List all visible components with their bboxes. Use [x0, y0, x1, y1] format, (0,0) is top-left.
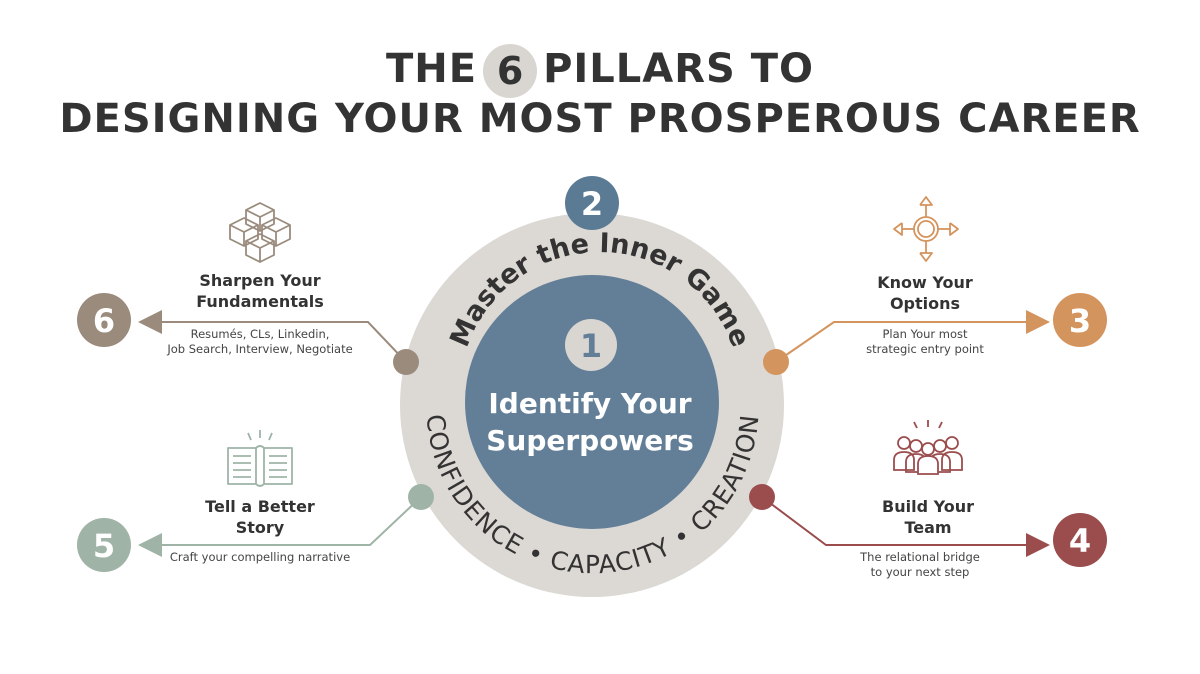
pillar-6-sub-line-2: Job Search, Interview, Negotiate: [167, 342, 353, 356]
pillar-3-badge: [1053, 293, 1107, 347]
pillar-4-label: Build Your Team: [828, 496, 1028, 538]
center-label-line-1: Identify Your: [488, 387, 691, 420]
pillar-6-sub-line-1: Resumés, CLs, Linkedin,: [190, 327, 330, 341]
pillar-5-title-line-1: Tell a Better: [205, 497, 315, 516]
pillar-3-sub-line-2: strategic entry point: [866, 342, 984, 356]
pillar-4-title-line-1: Build Your: [882, 497, 974, 516]
pillar-6-description: Resumés, CLs, Linkedin, Job Search, Inte…: [150, 327, 370, 357]
arrow-head-4: [1026, 533, 1050, 557]
pillar-4-title-line-2: Team: [904, 518, 952, 537]
pillar-4-sub-line-1: The relational bridge: [860, 550, 980, 564]
pillar-6-title-line-2: Fundamentals: [196, 292, 324, 311]
pillar-5-description: Craft your compelling narrative: [150, 550, 370, 565]
pillar-3-label: Know Your Options: [825, 272, 1025, 314]
pillar-4-sub-line-2: to your next step: [870, 565, 970, 579]
pillar-5-title-line-2: Story: [235, 518, 285, 537]
title-word-the: THE: [385, 46, 478, 92]
pillar-6-label: Sharpen Your Fundamentals: [160, 270, 360, 312]
pillar-2-badge: [565, 176, 619, 230]
title-line-2: DESIGNING YOUR MOST PROSPEROUS CAREER: [59, 96, 1141, 142]
pillar-5-badge: [77, 518, 131, 572]
pillar-6-number: 6: [93, 302, 115, 340]
arrow-head-3: [1026, 310, 1050, 334]
connector-line-6: [160, 321, 407, 363]
pillar-5-number: 5: [93, 527, 115, 565]
pillar-4-description: The relational bridge to your next step: [820, 550, 1020, 580]
center-number: 1: [580, 327, 602, 365]
pillar-3-title-line-1: Know Your: [877, 273, 973, 292]
connector-line-3: [775, 321, 1028, 363]
connector-line-4: [761, 496, 1028, 546]
connector-line-5: [160, 496, 422, 546]
center-label-line-2: Superpowers: [486, 424, 694, 457]
arrow-head-6: [138, 310, 162, 334]
cubes-icon: [229, 202, 291, 263]
pillar-6-title-line-1: Sharpen Your: [199, 271, 321, 290]
pillar-5-label: Tell a Better Story: [160, 496, 360, 538]
compass-arrows-icon: [893, 196, 959, 262]
connector-dot-6: [393, 349, 419, 375]
team-people-icon: [893, 420, 963, 475]
pillar-3-sub-line-1: Plan Your most: [882, 327, 968, 341]
connector-dot-4: [749, 484, 775, 510]
title-number-badge: 6: [483, 44, 538, 98]
open-book-icon: [227, 430, 293, 487]
pillar-3-number: 3: [1069, 302, 1091, 340]
pillar-3-description: Plan Your most strategic entry point: [825, 327, 1025, 357]
pillar-6-badge: [77, 293, 131, 347]
pillar-5-sub-line-1: Craft your compelling narrative: [169, 550, 351, 564]
center-circle: [465, 275, 719, 529]
pillar-3-title-line-2: Options: [889, 294, 961, 313]
pillar-2-number: 2: [581, 185, 603, 223]
arrow-head-5: [138, 533, 162, 557]
connector-dot-3: [763, 349, 789, 375]
pillar-4-badge: [1053, 513, 1107, 567]
pillar-4-number: 4: [1069, 522, 1091, 560]
connector-dot-5: [408, 484, 434, 510]
title-pillars-to: PILLARS TO: [543, 46, 815, 92]
center-number-badge: [565, 319, 617, 371]
